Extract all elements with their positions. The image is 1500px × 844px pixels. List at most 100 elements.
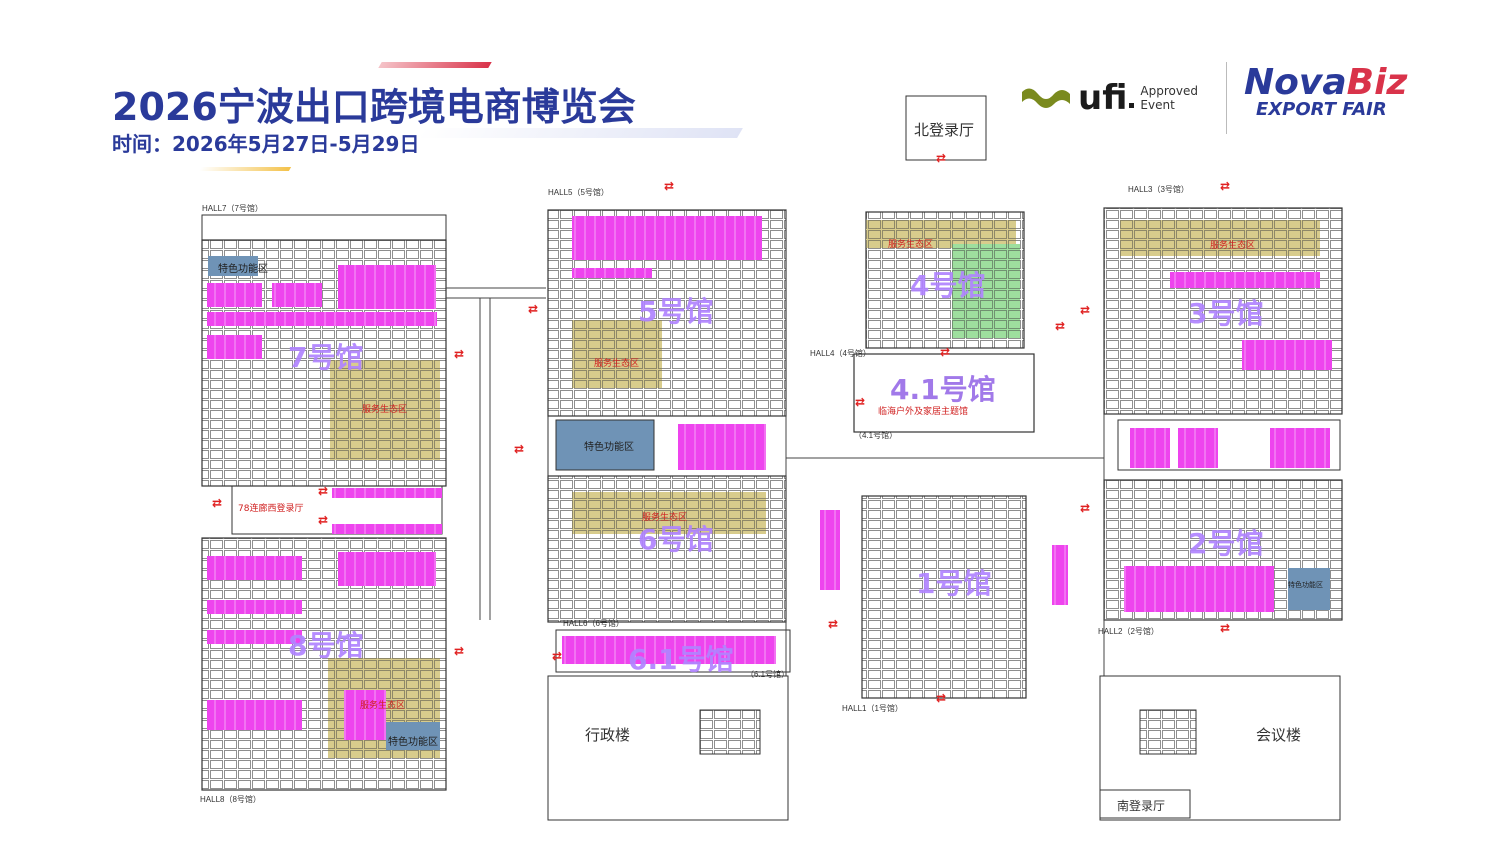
admin-building-label: 行政楼 <box>585 726 631 744</box>
ufi-text: ufi <box>1078 78 1128 118</box>
service-zone-4-area <box>866 220 1016 248</box>
booth-block <box>1242 340 1332 370</box>
feature-zone-8: 特色功能区 <box>388 737 438 748</box>
entrance-arrow-icon: ⇄ <box>828 617 838 631</box>
hall-2-label: 2号馆 <box>1188 527 1264 560</box>
hall3-caption: HALL3（3号馆） <box>1128 185 1189 194</box>
hall-4-label: 4号馆 <box>910 269 986 302</box>
hall6-caption: HALL6（6号馆） <box>563 619 624 628</box>
hall-6-1-outline <box>555 629 791 673</box>
hall-4-green-area <box>952 244 1020 338</box>
hall-7-top-band <box>201 214 447 241</box>
entrance-arrow-icon: ⇄ <box>936 691 946 705</box>
feature-zone-7: 特色功能区 <box>218 264 268 275</box>
hall4-caption: HALL4（4号馆） <box>810 349 871 358</box>
service-zone-5-area <box>572 320 662 388</box>
admin-stairs <box>699 709 761 755</box>
booth-block <box>572 268 652 278</box>
event-date: 时间：2026年5月27日-5月29日 <box>112 132 420 156</box>
service-zone-3-area <box>1120 220 1320 256</box>
ufi-approved-line2: Event <box>1140 98 1175 112</box>
entrance-arrow-icon: ⇄ <box>940 345 950 359</box>
export-fair-text: EXPORT FAIR <box>1256 99 1387 120</box>
booth-block <box>338 552 436 586</box>
booth-block <box>207 335 262 359</box>
booth-block <box>572 216 762 260</box>
booth-block <box>332 488 442 498</box>
booth-block <box>207 312 437 326</box>
north-lobby-label: 北登录厅 <box>914 121 975 139</box>
hall-6-1-label: 6.1号馆 <box>628 643 734 676</box>
feature-zone-2-area <box>1288 568 1330 610</box>
booth-block <box>1178 428 1218 468</box>
booth-block <box>1170 272 1320 288</box>
entrance-arrow-icon: ⇄ <box>664 179 674 193</box>
biz-text: Biz <box>1346 62 1408 103</box>
novabiz-logo: NovaBiz EXPORT FAIR <box>1244 62 1407 120</box>
booth-block <box>1130 428 1170 468</box>
hall-6-label: 6号馆 <box>638 523 714 556</box>
booth-block <box>820 510 840 590</box>
hall61-caption: （6.1号馆） <box>746 670 790 679</box>
booth-block <box>338 265 436 309</box>
ufi-approved-line1: Approved <box>1140 84 1198 98</box>
service-zone-5: 服务生态区 <box>594 359 640 369</box>
feature-zone-8-area <box>386 722 440 750</box>
service-zone-8: 服务生态区 <box>360 701 406 711</box>
booth-block <box>562 636 776 664</box>
hall-3-label: 3号馆 <box>1188 297 1264 330</box>
entrance-arrow-icon: ⇄ <box>1055 319 1065 333</box>
ufi-approved: Approved Event <box>1140 84 1198 112</box>
booth-block <box>678 424 766 470</box>
entrance-arrow-icon: ⇄ <box>855 395 865 409</box>
plan-layer: ⇄⇄⇄⇄⇄⇄⇄⇄⇄⇄⇄⇄⇄⇄⇄⇄⇄⇄⇄ <box>201 95 1343 821</box>
entrance-arrow-icon: ⇄ <box>1080 501 1090 515</box>
hall-8-label: 8号馆 <box>288 629 364 662</box>
entrance-arrow-icon: ⇄ <box>454 644 464 658</box>
booth-block <box>207 283 262 307</box>
logo-divider <box>1226 62 1227 134</box>
feature-zone-7-area <box>208 256 258 276</box>
entrance-arrow-icon: ⇄ <box>454 347 464 361</box>
booth-block <box>272 283 322 307</box>
booth-block <box>332 524 442 534</box>
hall-1-outline <box>861 495 1027 699</box>
south-lobby-box <box>1099 789 1191 819</box>
ufi-logo: ufi Approved Event <box>1020 78 1198 118</box>
entrance-arrow-icon: ⇄ <box>1220 179 1230 193</box>
booth-block <box>207 630 302 644</box>
north-lobby-box <box>905 95 987 161</box>
entrance-arrow-icon: ⇄ <box>1080 303 1090 317</box>
hall41-caption: （4.1号馆） <box>854 431 898 440</box>
entrance-arrow-icon: ⇄ <box>936 151 946 165</box>
entrance-arrow-icon: ⇄ <box>528 302 538 316</box>
booth-block <box>207 556 302 580</box>
page-title: 2026宁波出口跨境电商博览会 <box>112 85 636 129</box>
service-zone-7: 服务生态区 <box>362 405 408 415</box>
booth-block <box>1124 566 1274 612</box>
booth-block <box>1052 545 1068 605</box>
booth-block <box>1270 428 1330 468</box>
service-zone-6: 服务生态区 <box>642 513 688 523</box>
service-zone-4: 服务生态区 <box>888 240 934 250</box>
entrance-arrow-icon: ⇄ <box>318 513 328 527</box>
hall1-caption: HALL1（1号馆） <box>842 704 903 713</box>
hall-4-1-theme: 临海户外及家居主题馆 <box>878 407 969 417</box>
ufi-dot <box>1129 102 1135 108</box>
meeting-stairs <box>1139 709 1197 755</box>
entrance-arrow-icon: ⇄ <box>514 442 524 456</box>
feature-zone-6: 特色功能区 <box>584 442 634 453</box>
meeting-building-label: 会议楼 <box>1256 726 1302 744</box>
hall-7-label: 7号馆 <box>288 341 364 374</box>
hall-5-label: 5号馆 <box>638 295 714 328</box>
hall5-caption: HALL5（5号馆） <box>548 188 609 197</box>
west-lobby-label: 78连廊西登录厅 <box>238 504 304 514</box>
entrance-arrow-icon: ⇄ <box>1220 621 1230 635</box>
entrance-arrow-icon: ⇄ <box>552 649 562 663</box>
hall-4-1-label: 4.1号馆 <box>890 373 996 406</box>
hall8-caption: HALL8（8号馆） <box>200 795 261 804</box>
ufi-wave-icon <box>1022 88 1070 108</box>
entrance-arrow-icon: ⇄ <box>212 496 222 510</box>
feature-zone-6-area <box>555 419 655 471</box>
